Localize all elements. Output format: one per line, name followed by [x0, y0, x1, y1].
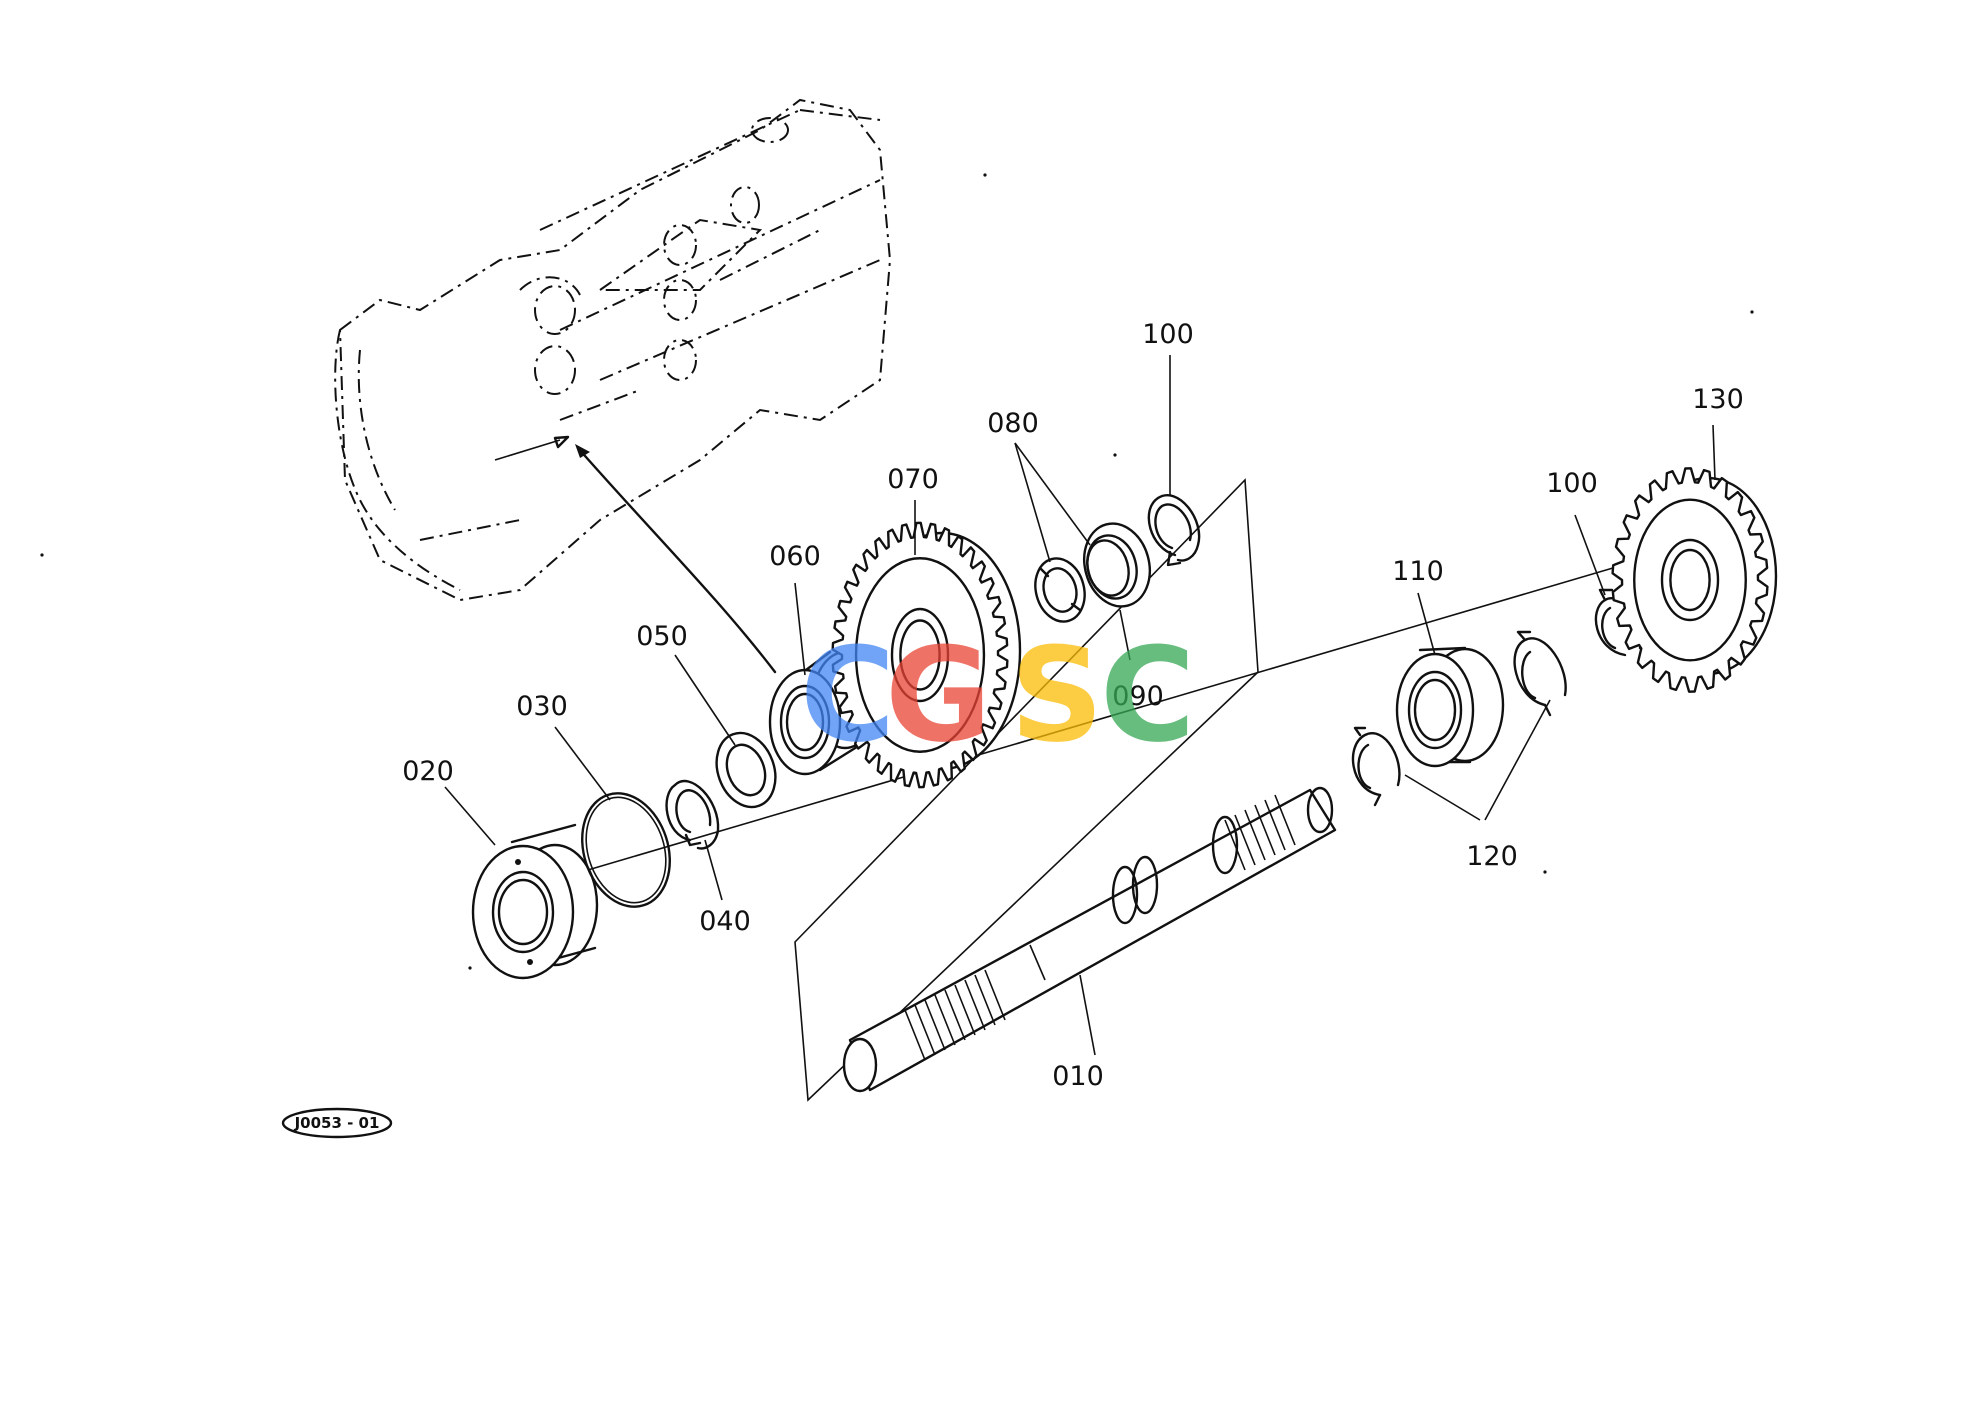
callout-120: 120	[1466, 841, 1518, 872]
transmission-housing	[334, 98, 892, 602]
leader-lines	[444, 355, 1716, 1056]
part-090-collar	[1083, 522, 1151, 608]
callout-100-lower: 100	[1546, 468, 1598, 499]
callout-030: 030	[516, 691, 568, 722]
callout-050: 050	[636, 621, 688, 652]
part-020-bearing	[471, 823, 599, 980]
watermark-logo: C G S C	[800, 619, 1195, 771]
watermark-letter-2: G	[885, 619, 992, 771]
part-050-washer	[715, 731, 777, 809]
arrow-head-icon	[575, 444, 590, 458]
watermark-letter-4: C	[1100, 619, 1195, 771]
callout-020: 020	[402, 756, 454, 787]
callout-070: 070	[887, 464, 939, 495]
part-010-shaft	[842, 786, 1337, 1093]
callout-040: 040	[699, 906, 751, 937]
center-axis-line	[519, 559, 1641, 891]
scan-specks	[40, 173, 1754, 970]
part-070-gear	[831, 521, 1022, 789]
part-040-snap-ring	[665, 779, 720, 850]
callout-130: 130	[1692, 384, 1744, 415]
part-100-snap-ring-upper	[1147, 494, 1201, 567]
reference-code: J0053 - 01	[294, 1114, 380, 1132]
callout-labels: 010 020 030 040 050 060 070 080 090 100 …	[402, 319, 1744, 1092]
watermark-letter-1: C	[800, 619, 895, 771]
reference-code-badge: J0053 - 01	[281, 1107, 393, 1139]
part-080-bush-pair	[1034, 557, 1086, 623]
part-120-snap-ring-pair	[1351, 630, 1567, 807]
callout-080: 080	[987, 408, 1039, 439]
callout-110: 110	[1392, 556, 1444, 587]
callout-100-upper: 100	[1142, 319, 1194, 350]
part-110-bearing	[1395, 646, 1505, 768]
callout-010: 010	[1052, 1061, 1104, 1092]
part-130-gear	[1611, 467, 1778, 693]
assembly-arrow	[576, 446, 777, 674]
watermark-letter-3: S	[1010, 619, 1104, 771]
callout-060: 060	[769, 541, 821, 572]
callout-090: 090	[1112, 681, 1164, 712]
